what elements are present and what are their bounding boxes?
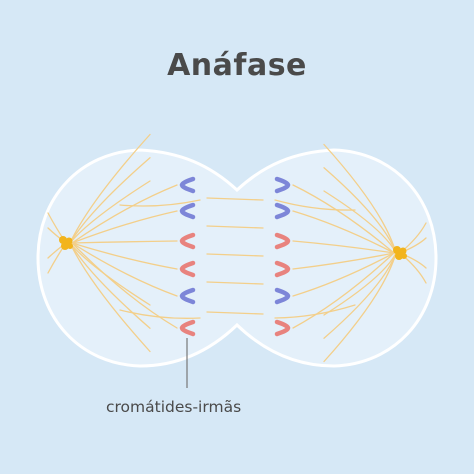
- spindle-fiber: [292, 252, 395, 270]
- spindle-fiber: [292, 252, 395, 297]
- spindle-fiber: [71, 242, 178, 329]
- spindle-fiber: [71, 240, 178, 244]
- spindle-fiber: [323, 252, 397, 316]
- spindle-fibers: [47, 133, 427, 363]
- chromatid: [274, 202, 291, 220]
- spindle-fiber: [119, 309, 201, 319]
- spindle-fiber: [69, 133, 151, 244]
- spindle-fiber: [292, 184, 395, 254]
- spindle-fiber: [206, 253, 264, 257]
- spindle-fiber: [323, 143, 397, 254]
- spindle-fiber: [69, 242, 151, 306]
- spindle-fiber: [323, 167, 397, 254]
- spindle-fiber: [206, 311, 264, 315]
- spindle-fiber: [206, 281, 264, 285]
- chromatid: [179, 319, 196, 337]
- chromatid: [179, 232, 196, 250]
- spindle-fiber: [69, 242, 151, 329]
- spindle-fiber: [274, 199, 356, 211]
- diagram-title: Anáfase: [167, 48, 307, 83]
- spindle-fiber: [206, 197, 264, 201]
- spindle-fiber: [71, 242, 178, 297]
- spindle-fiber: [323, 252, 397, 363]
- spindle-fiber: [274, 304, 356, 319]
- spindle-fiber: [292, 240, 395, 254]
- spindle-fiber: [323, 190, 397, 254]
- chromatid: [274, 260, 291, 278]
- spindle-fiber: [323, 252, 397, 339]
- spindle-fiber: [119, 199, 201, 207]
- spindle-fiber: [292, 252, 395, 329]
- spindle-fiber: [71, 184, 178, 244]
- chromatid: [179, 260, 196, 278]
- chromatids-group: [179, 176, 291, 337]
- spindle-fiber: [69, 242, 151, 353]
- centrosome-right: [393, 246, 407, 260]
- chromatid: [274, 232, 291, 250]
- chromatid: [274, 319, 291, 337]
- chromatid: [179, 202, 196, 220]
- chromatid: [274, 287, 291, 305]
- spindle-fiber: [71, 242, 178, 270]
- spindle-fiber: [206, 225, 264, 229]
- spindle-fiber: [292, 210, 395, 254]
- chromatid: [179, 176, 196, 194]
- spindle-fiber: [69, 180, 151, 244]
- sister-chromatids-label: cromátides-irmãs: [106, 398, 242, 416]
- chromatid: [179, 287, 196, 305]
- centrosome-left: [59, 236, 73, 250]
- chromatid: [274, 176, 291, 194]
- spindle-fiber: [69, 157, 151, 244]
- dividing-cell: [36, 148, 438, 368]
- spindle-fiber: [71, 210, 178, 244]
